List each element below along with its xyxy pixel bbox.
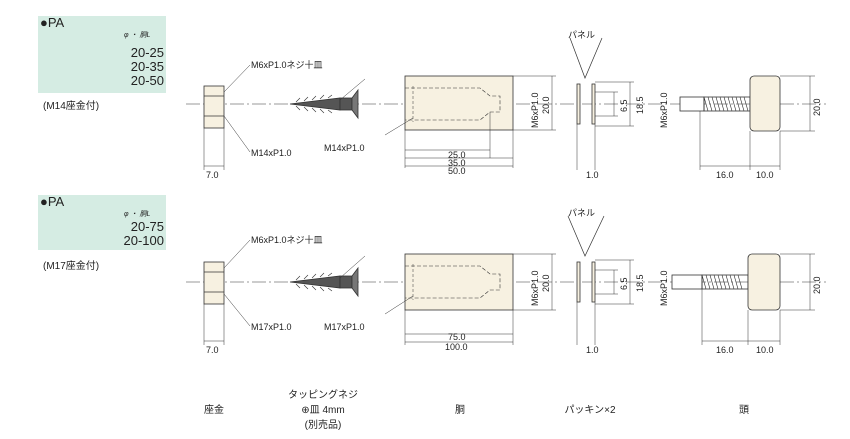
washer-part	[203, 64, 251, 170]
spec-box-pa-m14: ●PA φ ・ 胴L 20-25 20-35 20-50	[38, 15, 166, 93]
caption-tapping-screw: タッピングネジ ⊕皿 4mm (別売品)	[268, 386, 378, 431]
row-1-assembly	[186, 37, 826, 170]
head-part	[671, 253, 815, 345]
row-2-assembly	[186, 215, 826, 345]
gasket-part	[569, 37, 634, 170]
caption-gasket: パッキン×2	[564, 405, 616, 416]
washer-note: (M17座金付)	[43, 261, 100, 272]
panel-label: パネル	[568, 208, 595, 218]
spec-value: 20-35	[130, 59, 164, 74]
screw-label: M6xP1.0ネジ十皿	[251, 59, 323, 70]
spec-value: 20-100	[123, 233, 164, 248]
gasket-inner-dim: 6.5	[619, 99, 629, 112]
body-m6-label: M6xP1.0	[530, 92, 540, 128]
body-thread-label: M17xP1.0	[324, 322, 365, 332]
gasket-outer-dim: 18.5	[635, 96, 645, 114]
panel-indicator	[569, 37, 603, 79]
body-length-dim: 100.0	[445, 342, 468, 352]
body-length-dim: 50.0	[448, 166, 466, 176]
head-part	[679, 75, 815, 170]
spec-value: 20-50	[130, 73, 164, 88]
washer-thread-label: M14xP1.0	[251, 148, 292, 158]
head-cap-length-dim: 10.0	[756, 345, 774, 355]
washer-width-dim: 7.0	[206, 170, 219, 180]
gasket-thickness-dim: 1.0	[586, 345, 599, 355]
body-length-dim: 75.0	[448, 332, 466, 342]
washer-note: (M14座金付)	[43, 101, 100, 112]
tapping-screw-part	[289, 78, 366, 120]
spec-value: 20-25	[130, 45, 164, 60]
panel-indicator	[567, 215, 605, 257]
head-thread-length-dim: 16.0	[716, 345, 734, 355]
spec-value: 20-75	[130, 219, 164, 234]
head-dia-dim: 20.0	[812, 276, 822, 294]
washer-part	[203, 239, 251, 345]
head-dia-dim: 20.0	[812, 98, 822, 116]
head-thread-length-dim: 16.0	[716, 170, 734, 180]
washer-thread-label: M17xP1.0	[251, 322, 292, 332]
spec-header: ●PA	[40, 15, 65, 30]
caption-screw-line2: ⊕皿 4mm	[301, 405, 345, 416]
spec-header: ●PA	[40, 194, 65, 209]
screw-label: M6xP1.0ネジ十皿	[251, 234, 323, 245]
spec-column-header: φ ・ 胴L	[124, 32, 151, 39]
body-m6-label: M6xP1.0	[530, 270, 540, 306]
body-part	[384, 75, 556, 168]
spec-box-pa-m17: ●PA φ ・ 胴L 20-75 20-100	[38, 194, 166, 250]
washer-width-dim: 7.0	[206, 345, 219, 355]
caption-screw-line1: タッピングネジ	[288, 390, 358, 401]
gasket-part	[567, 215, 634, 345]
body-length-dim: 25.0	[448, 150, 466, 160]
head-cap-length-dim: 10.0	[756, 170, 774, 180]
body-length-dim: 35.0	[448, 158, 466, 168]
body-part	[384, 253, 556, 345]
body-dia-dim: 20.0	[541, 274, 551, 292]
tapping-screw-part	[289, 255, 366, 298]
gasket-thickness-dim: 1.0	[586, 170, 599, 180]
caption-head: 頭	[739, 405, 749, 416]
gasket-outer-dim: 18.5	[635, 274, 645, 292]
body-dia-dim: 20.0	[541, 96, 551, 114]
spec-column-header: φ ・ 胴L	[124, 211, 151, 218]
caption-washer: 座金	[204, 405, 224, 416]
head-m6-label: M6xP1.0	[659, 270, 669, 306]
caption-body: 胴	[455, 405, 465, 416]
body-thread-label: M14xP1.0	[324, 143, 365, 153]
caption-screw-line3: (別売品)	[304, 420, 342, 431]
panel-label: パネル	[568, 30, 595, 40]
gasket-inner-dim: 6.5	[619, 277, 629, 290]
head-m6-label: M6xP1.0	[659, 92, 669, 128]
